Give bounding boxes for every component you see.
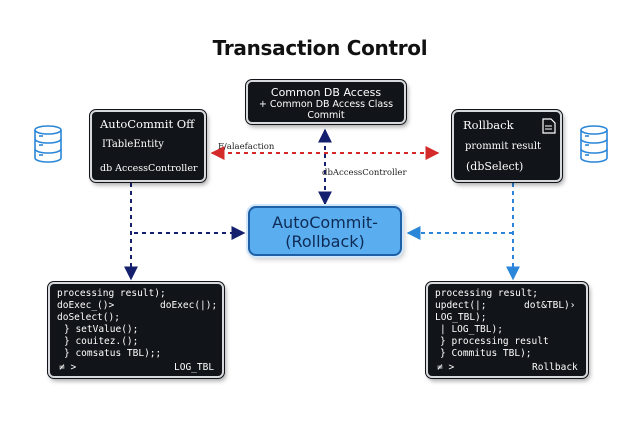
code-line: } comsatus TBL);; [64,348,162,359]
bottom-left-code-box: processing result); doExec_()> doExec(|)… [48,282,224,378]
page-title: Transaction Control [212,36,428,60]
code-line: doExec_()> [57,300,115,311]
code-line: LOG_TBL [174,362,215,373]
autocommit-rollback-box: AutoCommit- (Rollback) [248,206,402,256]
right-box-result: prommit result [465,141,542,152]
top-box-commit: Commit [307,110,345,121]
code-line: ≠ > [59,362,77,373]
left-box-title: AutoCommit Off [100,117,195,131]
code-line: } processing result [440,336,549,347]
center-box-line1: AutoCommit- [272,213,378,232]
left-box-controller: db AccessController [100,163,198,174]
code-line: dot&TBL)› [524,300,576,311]
left-box-entity: ITableEntity [102,139,164,150]
code-line: LOG_TBL); [435,312,487,323]
code-line: doExec(|); [160,300,218,311]
top-box-title: Common DB Access [270,86,382,99]
right-box-title: Rollback [463,118,514,132]
code-line: } couitez.(); [64,336,139,347]
code-line: processing result); [57,288,166,299]
database-icon [580,125,608,163]
center-box-line2: (Rollback) [285,232,365,251]
rollback-box: Rollback prommit result (dbSelect) [452,110,562,182]
right-box-select: (dbSelect) [466,160,524,173]
common-db-access-box: Common DB Access + Common DB Access Clas… [246,80,406,124]
code-line: } Commitus TBL); [440,348,532,359]
autocommit-off-box: AutoCommit Off ITableEntity db AccessCon… [90,110,206,182]
bottom-right-code-box: processing result; updect(|; dot&TBL)› L… [426,282,588,378]
code-line: | LOG_TBL); [440,324,503,335]
code-line: doSelect(); [57,312,120,323]
db-access-controller-label: dbAccessController [322,168,407,178]
code-line: processing result; [435,288,538,299]
document-icon [542,118,556,134]
code-line: updect(|; [435,300,487,311]
code-line: Rollback [532,362,578,373]
false-action-label: F/alaefaction [218,142,275,152]
code-line: ≠ > [437,362,455,373]
code-line: } setValue(); [64,324,139,335]
database-icon [34,125,62,163]
top-box-class: + Common DB Access Class [258,99,394,110]
